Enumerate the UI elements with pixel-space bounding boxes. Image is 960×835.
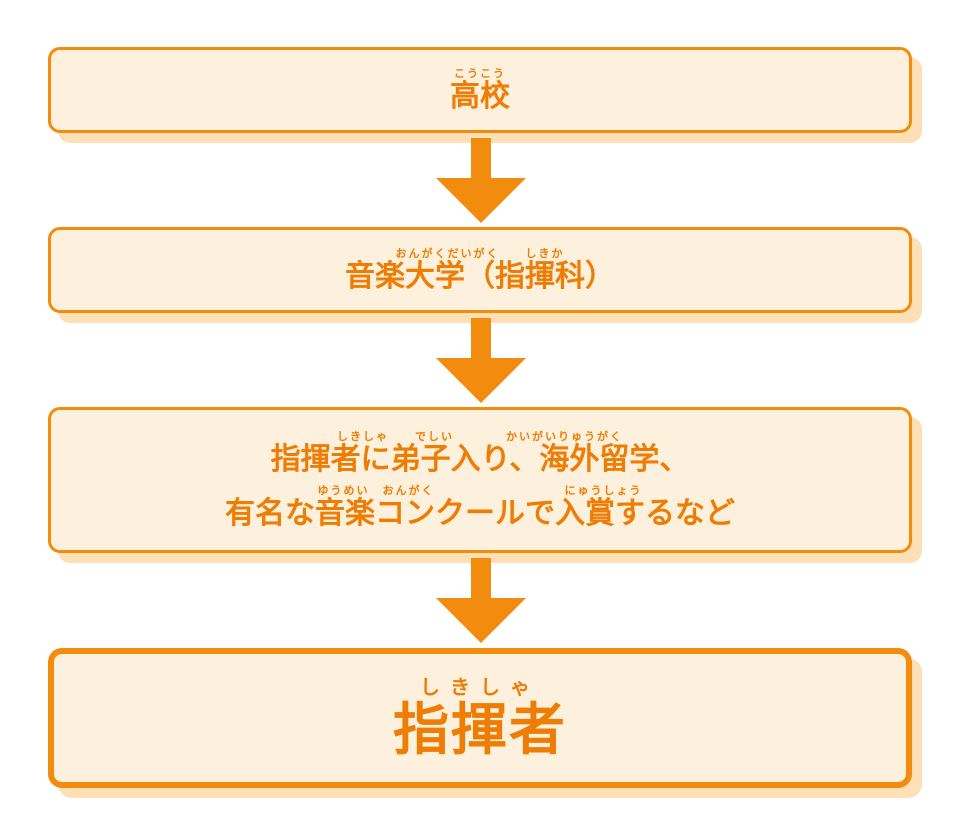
down-arrow-icon (436, 138, 526, 223)
step-label: 音楽大学（指揮科） (345, 259, 615, 294)
step-line: こうこう 高校 (450, 68, 510, 112)
down-arrow-icon (436, 558, 526, 643)
step-box-music-university: おんがくだいがく しきか 音楽大学（指揮科） (48, 227, 912, 313)
furigana: おんがくだいがく しきか (395, 247, 565, 260)
furigana: ゆうめい おんがく にゅうしょう (317, 484, 643, 497)
step-box-conductor: しきしゃ 指揮者 (48, 648, 912, 788)
step-label: 高校 (450, 79, 510, 114)
step-box-high-school: こうこう 高校 (48, 47, 912, 133)
step-line: おんがくだいがく しきか 音楽大学（指揮科） (345, 248, 615, 292)
furigana: しきしゃ でしい かいがいりゅうがく (337, 430, 623, 443)
furigana: こうこう (454, 67, 506, 80)
final-label: 指揮者 (393, 698, 567, 763)
step-label: 有名な音楽コンクールで入賞するなど (225, 496, 735, 531)
step-line: ゆうめい おんがく にゅうしょう 有名な音楽コンクールで入賞するなど (225, 485, 735, 529)
step-line: しきしゃ でしい かいがいりゅうがく 指揮者に弟子入り、海外留学、 (271, 431, 690, 475)
step-box-experience: しきしゃ でしい かいがいりゅうがく 指揮者に弟子入り、海外留学、 ゆうめい お… (48, 407, 912, 553)
step-line: しきしゃ 指揮者 (393, 677, 567, 759)
down-arrow-icon (436, 318, 526, 403)
furigana: しきしゃ (420, 675, 540, 699)
step-label: 指揮者に弟子入り、海外留学、 (270, 442, 690, 477)
